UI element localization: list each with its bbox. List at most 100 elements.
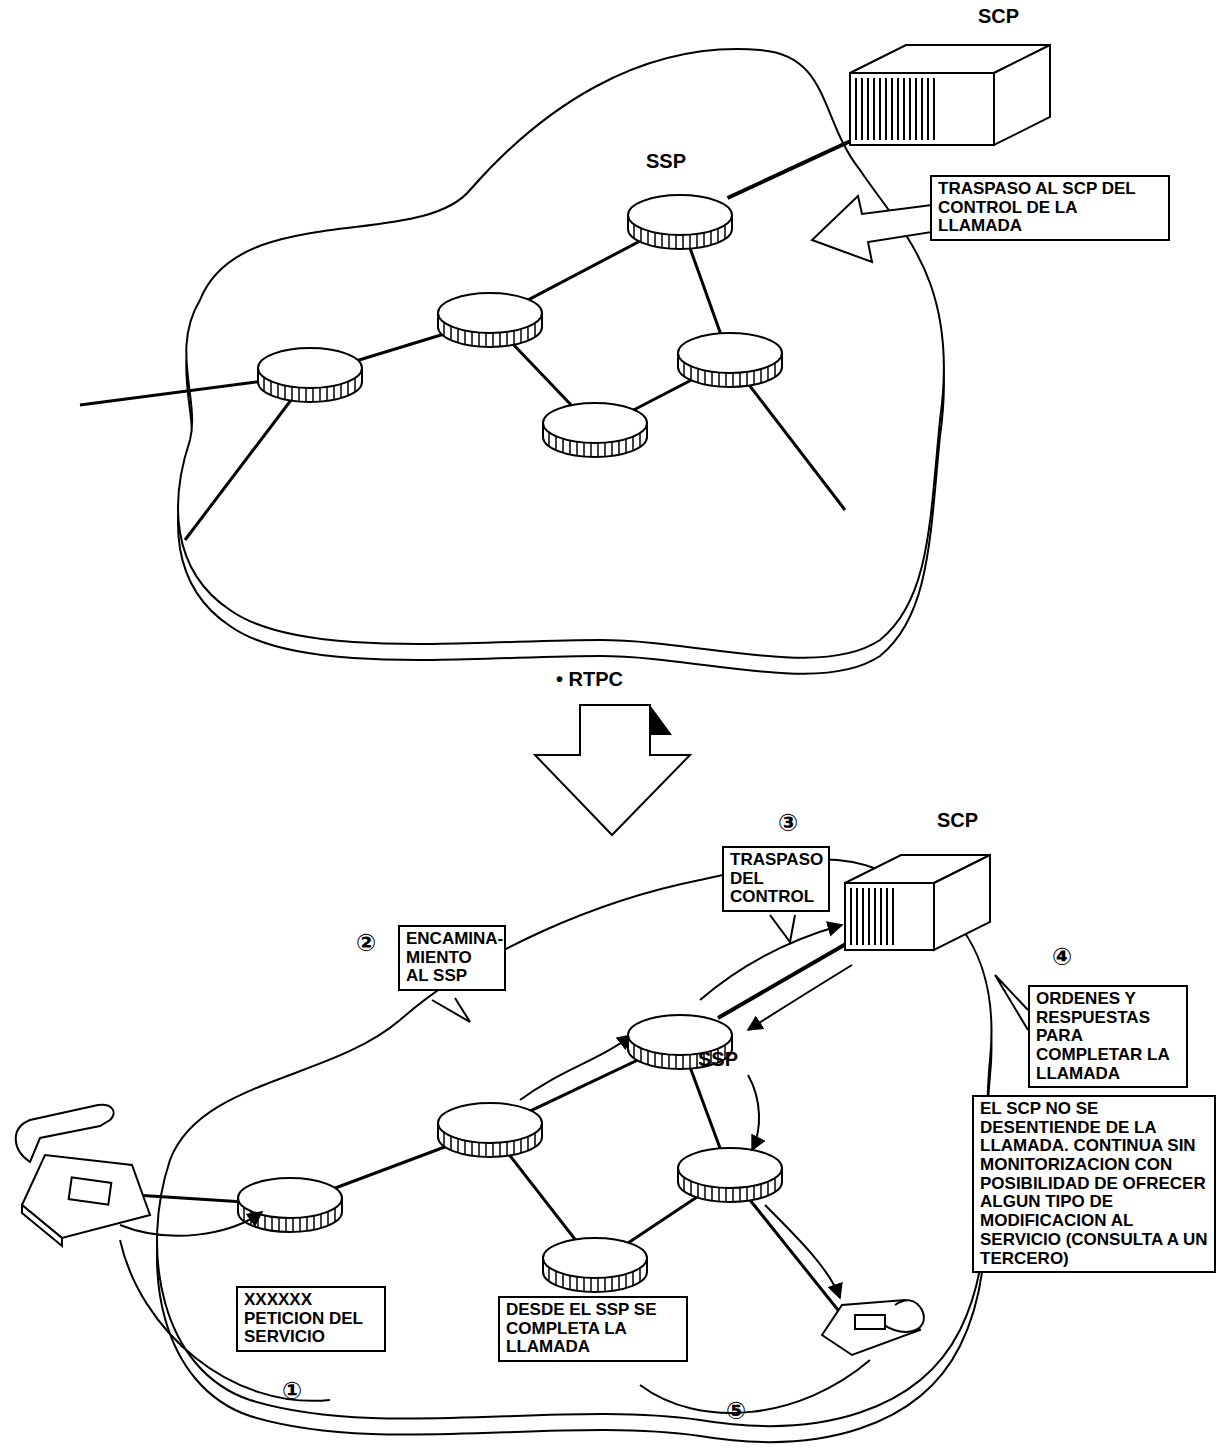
disc-hatch	[278, 1218, 280, 1232]
disc-top	[543, 1238, 647, 1278]
server-slot	[891, 78, 893, 140]
callout-text: DESDE EL SSP SE COMPLETA LA LLAMADA	[506, 1301, 680, 1357]
disc-top	[238, 1178, 342, 1218]
server-slot	[855, 78, 857, 140]
disc-hatch	[513, 1141, 515, 1155]
disc-hatch	[704, 371, 706, 385]
disc-hatch	[569, 441, 571, 455]
disc-top	[628, 195, 732, 235]
disc-hatch	[668, 235, 670, 249]
disc-hatch	[675, 235, 677, 249]
signalling-link	[718, 944, 845, 1018]
disc-hatch	[639, 1268, 641, 1282]
network-name: • RTPC	[556, 668, 623, 690]
callout-number: ②	[356, 930, 376, 956]
cloud-top	[157, 859, 992, 1426]
disc-hatch	[682, 1055, 684, 1069]
disc-hatch	[718, 1188, 720, 1202]
disc-hatch	[625, 1274, 627, 1288]
disc-top	[438, 293, 542, 333]
disc-hatch	[284, 386, 286, 400]
disc-hatch	[690, 366, 692, 380]
disc-hatch	[760, 1184, 762, 1198]
scp-server: SCP	[845, 855, 990, 950]
disc-hatch	[604, 1278, 606, 1292]
disc-hatch	[471, 332, 473, 346]
disc-hatch	[583, 1278, 585, 1292]
disc-hatch	[739, 1188, 741, 1202]
disc-hatch	[562, 439, 564, 453]
disc-hatch	[668, 1055, 670, 1069]
disc-hatch	[689, 235, 691, 249]
callout-text: TRASPASO AL SCP DEL CONTROL DE LA LLAMAD…	[938, 180, 1162, 236]
ssp-switch: SSP	[628, 1018, 732, 1062]
disc-hatch	[464, 331, 466, 345]
arrow-shade	[650, 705, 672, 735]
disc-hatch	[647, 1051, 649, 1065]
disc-hatch	[443, 1132, 445, 1146]
disc-hatch	[683, 362, 685, 376]
disc-hatch	[326, 387, 328, 401]
disc-hatch	[534, 323, 536, 337]
disc-top	[258, 348, 362, 388]
disc-hatch	[682, 235, 684, 249]
disc-hatch	[774, 363, 776, 377]
network-cloud	[157, 859, 992, 1442]
scp-server: SCP	[850, 45, 1050, 145]
disc-hatch	[633, 224, 635, 238]
disc-hatch	[292, 1218, 294, 1232]
disc-hatch	[333, 386, 335, 400]
disc-hatch	[696, 234, 698, 248]
disc-hatch	[305, 388, 307, 402]
disc-hatch	[492, 1143, 494, 1157]
disc-hatch	[724, 225, 726, 239]
node-label: SCP	[978, 5, 1019, 28]
switch-node	[543, 403, 647, 457]
disc-hatch	[263, 377, 265, 391]
server-slot	[861, 78, 863, 140]
disc-hatch	[597, 1278, 599, 1292]
server-slot	[879, 78, 881, 140]
disc-hatch	[760, 369, 762, 383]
disc-hatch	[243, 1207, 245, 1221]
disc-hatch	[576, 1277, 578, 1291]
disc-hatch	[625, 439, 627, 453]
disc-hatch	[499, 1143, 501, 1157]
node-label: SCP	[937, 809, 978, 832]
disc-hatch	[271, 1217, 273, 1231]
disc-hatch	[520, 1139, 522, 1153]
disc-hatch	[697, 1184, 699, 1198]
callout-number: ④	[1052, 944, 1072, 970]
ssp-switch: SSP	[628, 198, 732, 242]
server-side	[934, 855, 990, 950]
server-box	[845, 855, 990, 950]
disc-hatch	[285, 1218, 287, 1232]
server-slot	[927, 78, 929, 140]
disc-hatch	[499, 333, 501, 347]
disc-hatch	[753, 371, 755, 385]
disc-hatch	[690, 1181, 692, 1195]
disc-hatch	[767, 1182, 769, 1196]
disc-hatch	[354, 378, 356, 392]
disc-top	[678, 1148, 782, 1188]
disc-hatch	[485, 333, 487, 347]
disc-hatch	[639, 433, 641, 447]
disc-hatch	[654, 233, 656, 247]
disc-hatch	[457, 1139, 459, 1153]
disc-hatch	[732, 1188, 734, 1202]
phone-keypad	[855, 1315, 885, 1329]
network-cloud	[178, 49, 944, 674]
disc-hatch	[732, 373, 734, 387]
disc-hatch	[320, 1214, 322, 1228]
disc-hatch	[746, 1187, 748, 1201]
disc-hatch	[618, 441, 620, 455]
phone-handset	[16, 1105, 114, 1162]
disc-hatch	[347, 382, 349, 396]
disc-hatch	[291, 387, 293, 401]
disc-hatch	[548, 1267, 550, 1281]
disc-hatch	[661, 234, 663, 248]
disc-hatch	[725, 373, 727, 387]
callout-text: ORDENES Y RESPUESTAS PARA COMPLETAR LA L…	[1036, 990, 1180, 1083]
server-slot	[892, 888, 894, 945]
callout-tail	[432, 998, 470, 1022]
